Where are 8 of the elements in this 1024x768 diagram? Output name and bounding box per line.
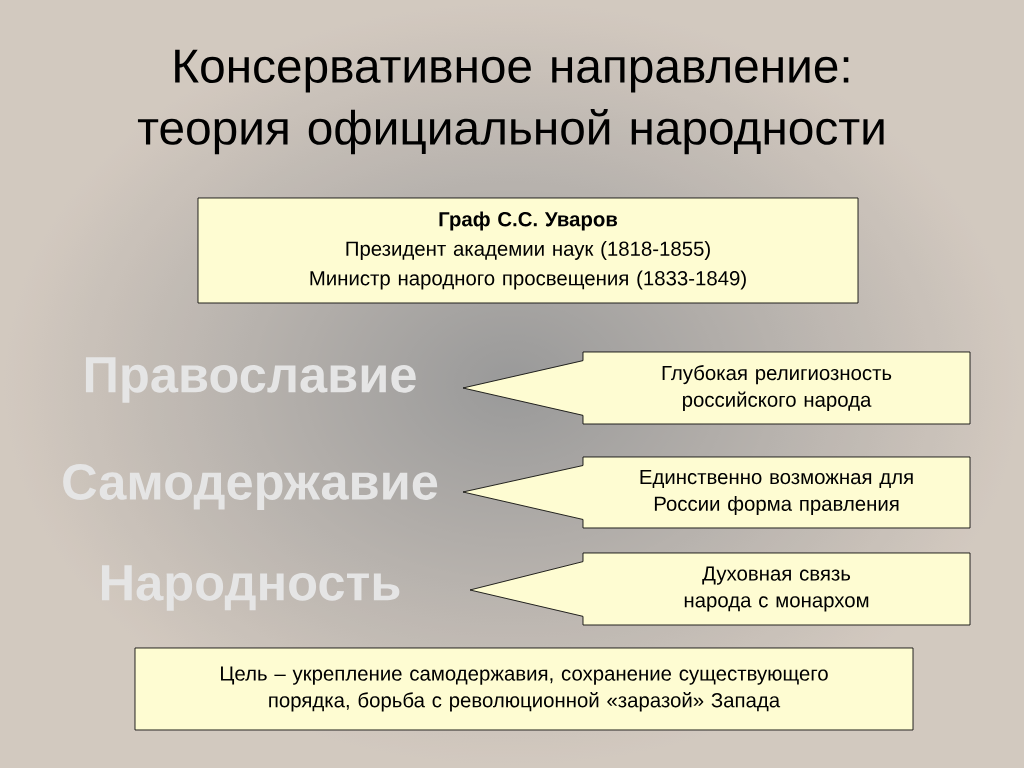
callout-box: Единственно возможная для России форма правления	[462, 456, 971, 529]
text-box: Граф С.С. Уваров Президент академии наук (1818-1855) Министр народного просвещения (1833-1849)	[197, 197, 859, 304]
title: Консервативное направление: теория официальной народности	[137, 49, 884, 155]
text-box: Цель – укрепление самодержавия, сохранение существующего порядка, борьба с революционной «заразой» Запада	[134, 647, 914, 731]
callout-box: Глубокая религиозность российского народа	[462, 351, 971, 425]
heading-word: Православие	[85, 357, 416, 403]
heading-word: Самодержавие	[63, 464, 438, 510]
callout-box: Духовная связь народа с монархом	[469, 552, 971, 626]
